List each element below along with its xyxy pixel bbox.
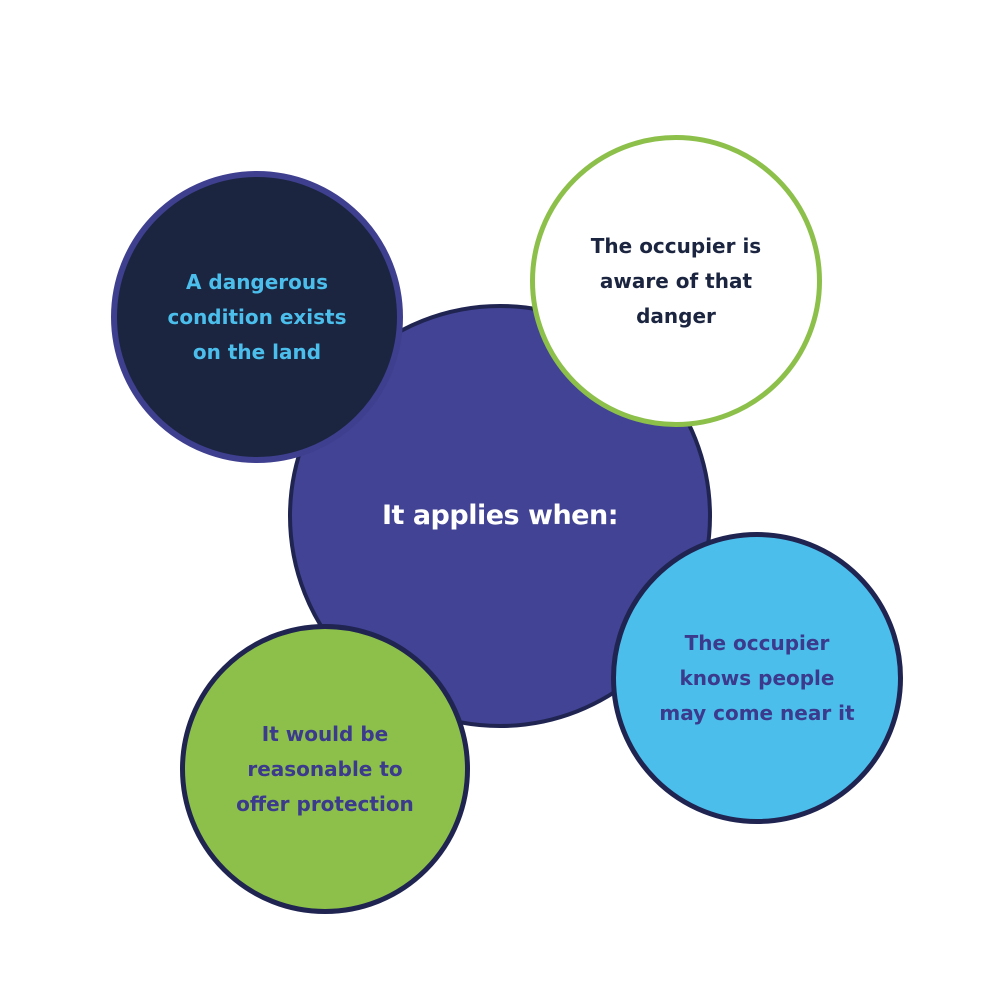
condition-label-aware: The occupier is aware of that danger <box>590 233 762 328</box>
condition-label-dangerous: A dangerous condition exists on the land <box>167 269 347 364</box>
condition-circle-reasonable: It would be reasonable to offer protecti… <box>180 624 470 914</box>
condition-circle-dangerous: A dangerous condition exists on the land <box>111 171 403 463</box>
condition-label-reasonable: It would be reasonable to offer protecti… <box>236 721 414 816</box>
condition-label-people: The occupier knows people may come near … <box>659 630 855 725</box>
condition-circle-people: The occupier knows people may come near … <box>611 532 903 824</box>
center-label: It applies when: <box>381 500 619 531</box>
condition-circle-aware: The occupier is aware of that danger <box>530 135 822 427</box>
